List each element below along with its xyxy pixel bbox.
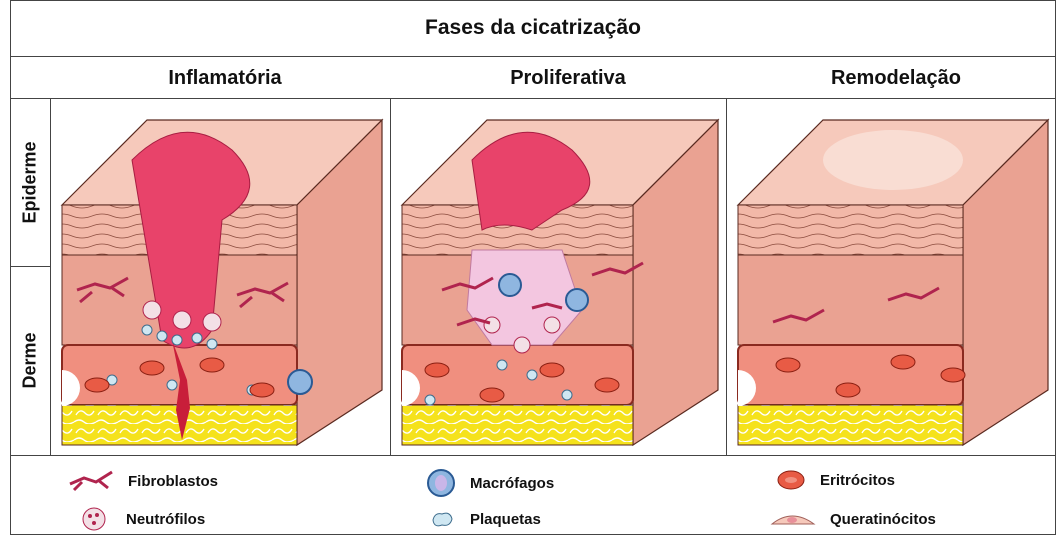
phase-header-row: Inflamatória Proliferativa Remodelação bbox=[10, 57, 1056, 99]
legend-neutrophils: Neutrófilos bbox=[80, 506, 205, 532]
divider bbox=[726, 99, 727, 456]
layer-label-dermis: Derme bbox=[10, 266, 50, 455]
platelet-icon bbox=[430, 508, 456, 530]
keratinocyte-icon bbox=[770, 508, 816, 530]
fibroblast-icon bbox=[68, 470, 114, 492]
legend-erythrocytes: Eritrócitos bbox=[776, 468, 895, 492]
phase-label-proliferative: Proliferativa bbox=[400, 57, 736, 99]
legend-platelets: Plaquetas bbox=[430, 508, 541, 530]
legend-keratinocytes: Queratinócitos bbox=[770, 508, 936, 530]
proliferative-skin-diagram bbox=[392, 100, 724, 455]
figure-title: Fases da cicatrização bbox=[10, 0, 1056, 57]
divider bbox=[50, 99, 51, 456]
legend-fibroblasts: Fibroblastos bbox=[68, 470, 218, 492]
divider bbox=[10, 455, 1056, 456]
divider bbox=[390, 99, 391, 456]
inflammatory-skin-diagram bbox=[52, 100, 388, 455]
phase-label-remodeling: Remodelação bbox=[736, 57, 1056, 99]
phase-label-inflammatory: Inflamatória bbox=[50, 57, 400, 99]
remodeling-skin-diagram bbox=[728, 100, 1054, 455]
layer-label-epidermis: Epiderme bbox=[10, 99, 50, 266]
legend-macrophages: Macrófagos bbox=[426, 468, 554, 498]
erythrocyte-icon bbox=[776, 468, 806, 492]
macrophage-icon bbox=[426, 468, 456, 498]
neutrophil-icon bbox=[80, 506, 112, 532]
